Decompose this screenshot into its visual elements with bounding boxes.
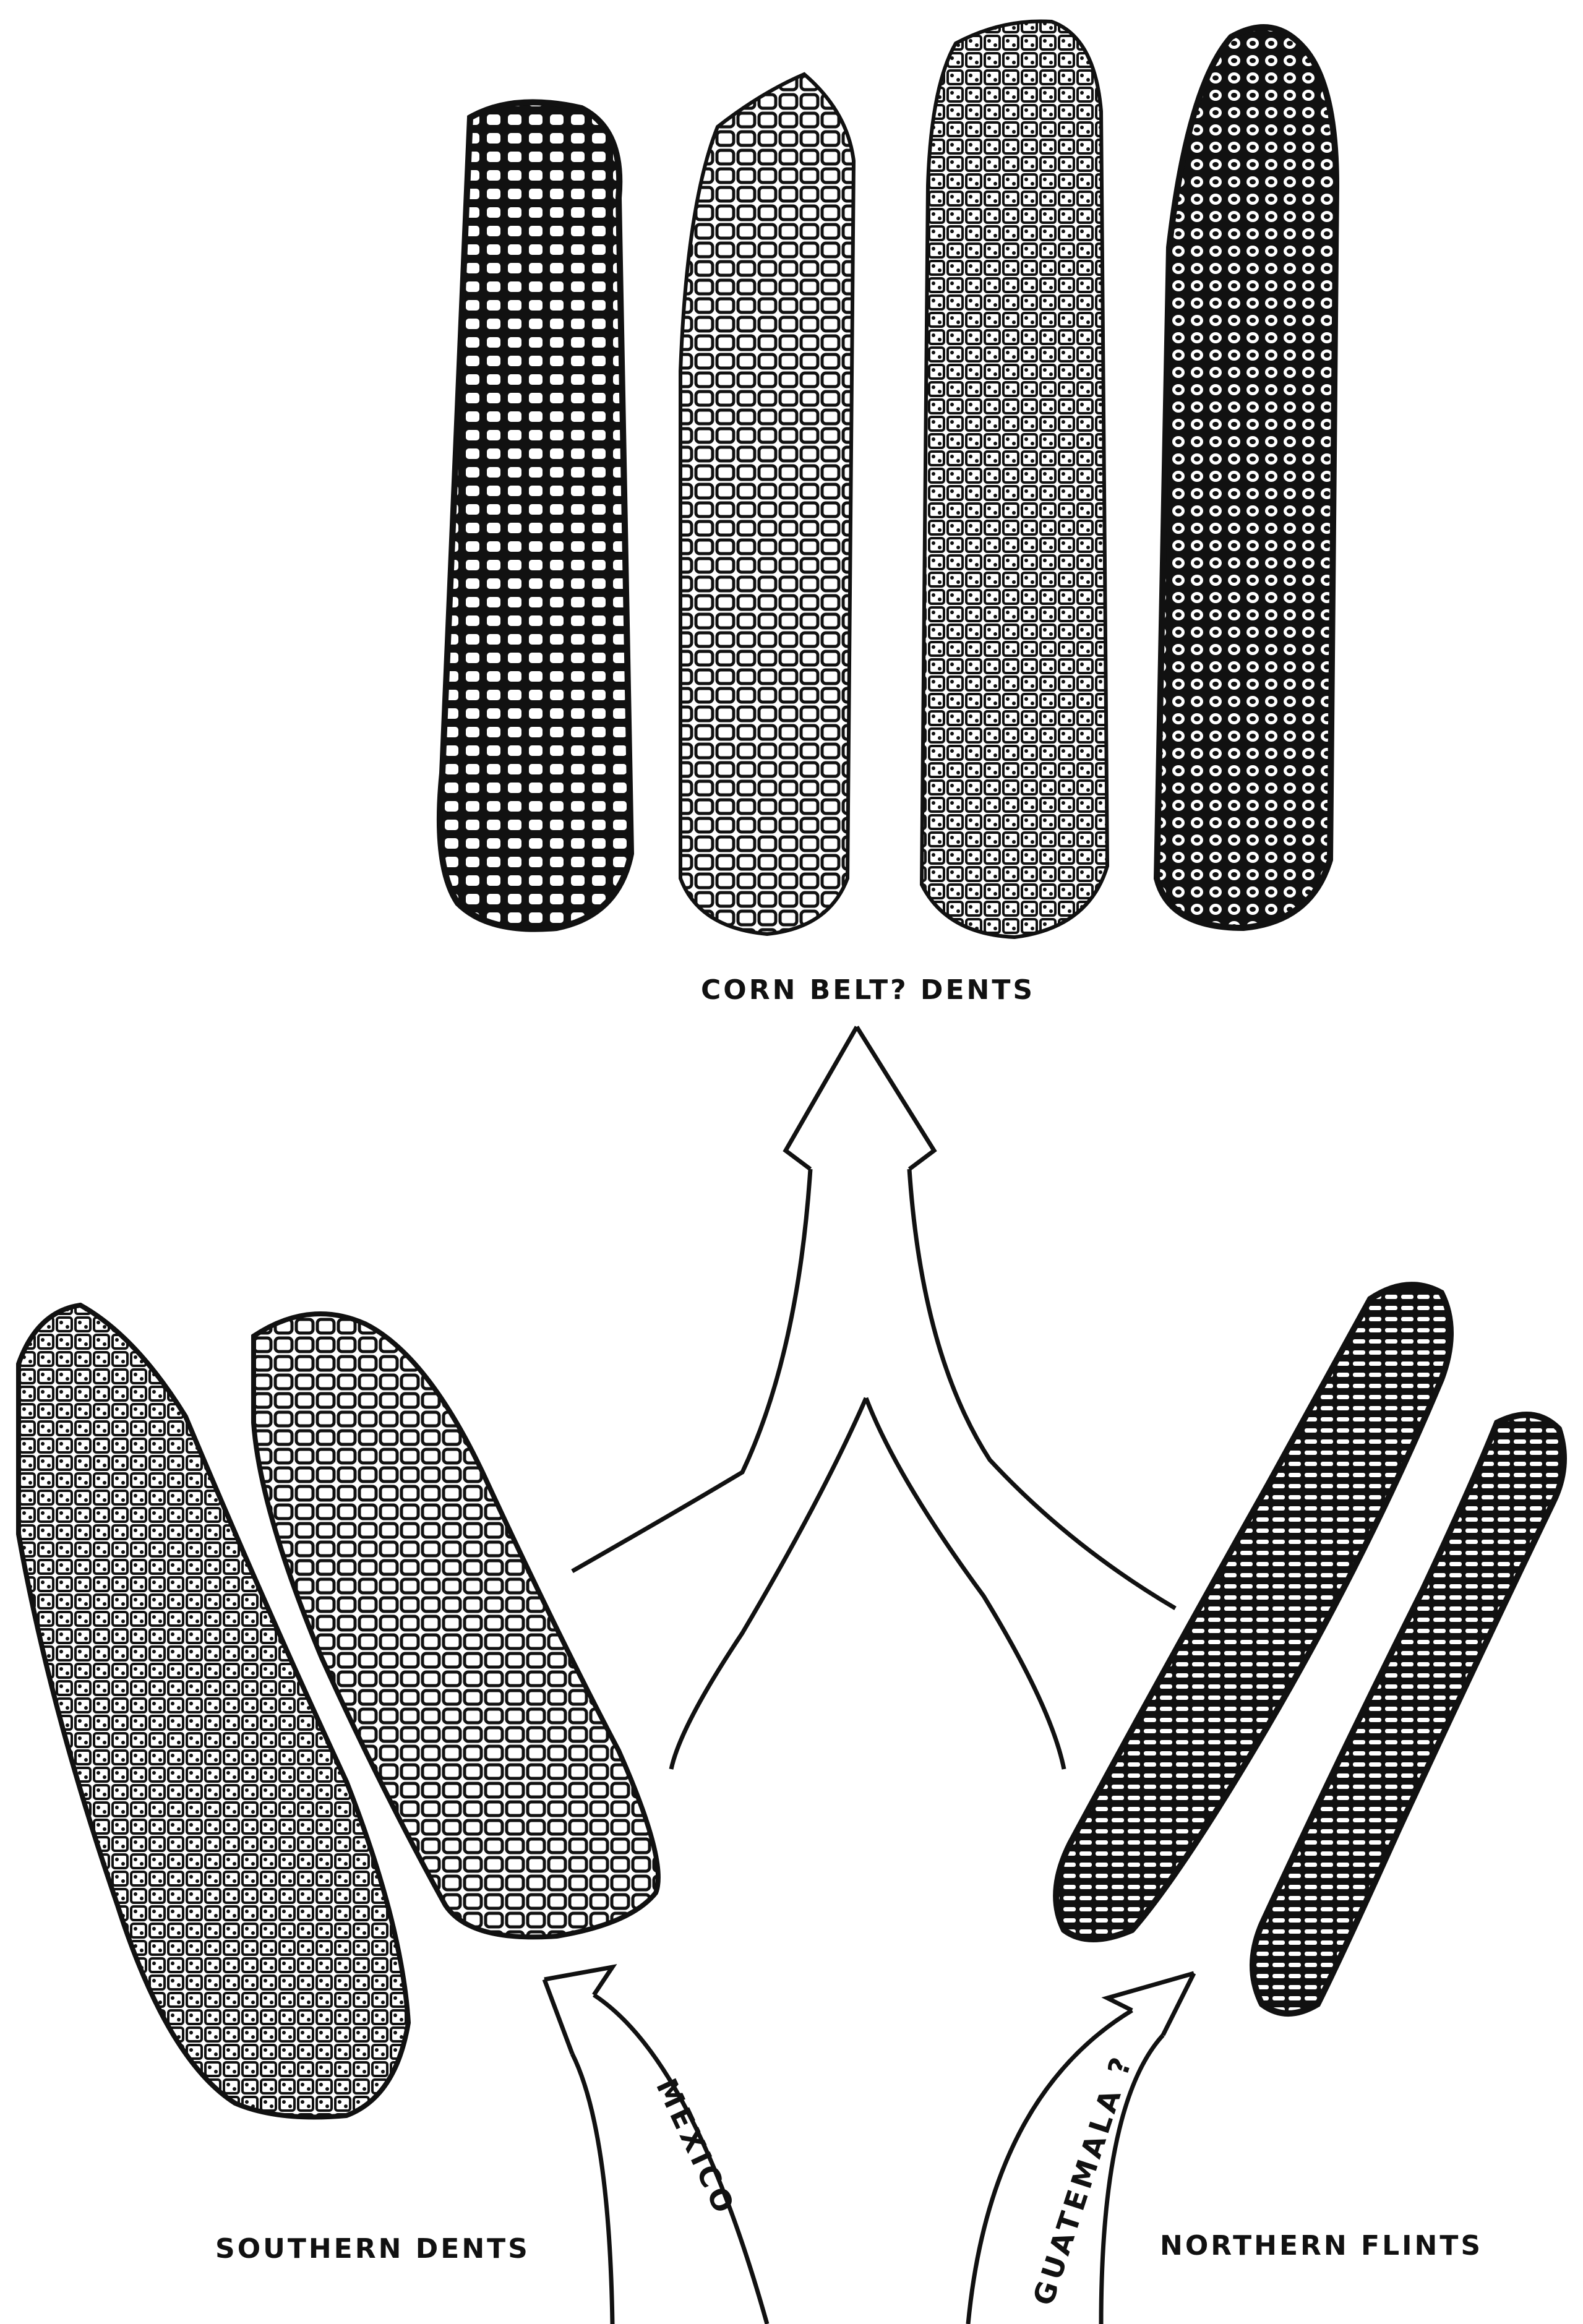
guatemala-label: GUATEMALA ?	[1026, 2050, 1139, 2309]
mexico-arrow	[544, 1967, 767, 2324]
corn-belt-ears	[440, 21, 1336, 937]
mexico-label: MEXICO	[650, 2073, 742, 2221]
corn-belt-dents-label: CORN BELT? DENTS	[701, 974, 1035, 1006]
southern-dents-label: SOUTHERN DENTS	[215, 2233, 530, 2265]
northern-flints-label: NORTHERN FLINTS	[1160, 2230, 1483, 2262]
merge-arrow	[572, 1027, 1175, 1769]
corn-belt-ear-2	[680, 74, 854, 934]
corn-belt-ear-1	[440, 102, 631, 928]
northern-flints-ears	[1056, 1285, 1564, 2013]
southern-dents-ears	[19, 1305, 658, 2117]
corn-belt-ear-3	[922, 21, 1107, 937]
corn-belt-ear-4	[1157, 27, 1336, 928]
